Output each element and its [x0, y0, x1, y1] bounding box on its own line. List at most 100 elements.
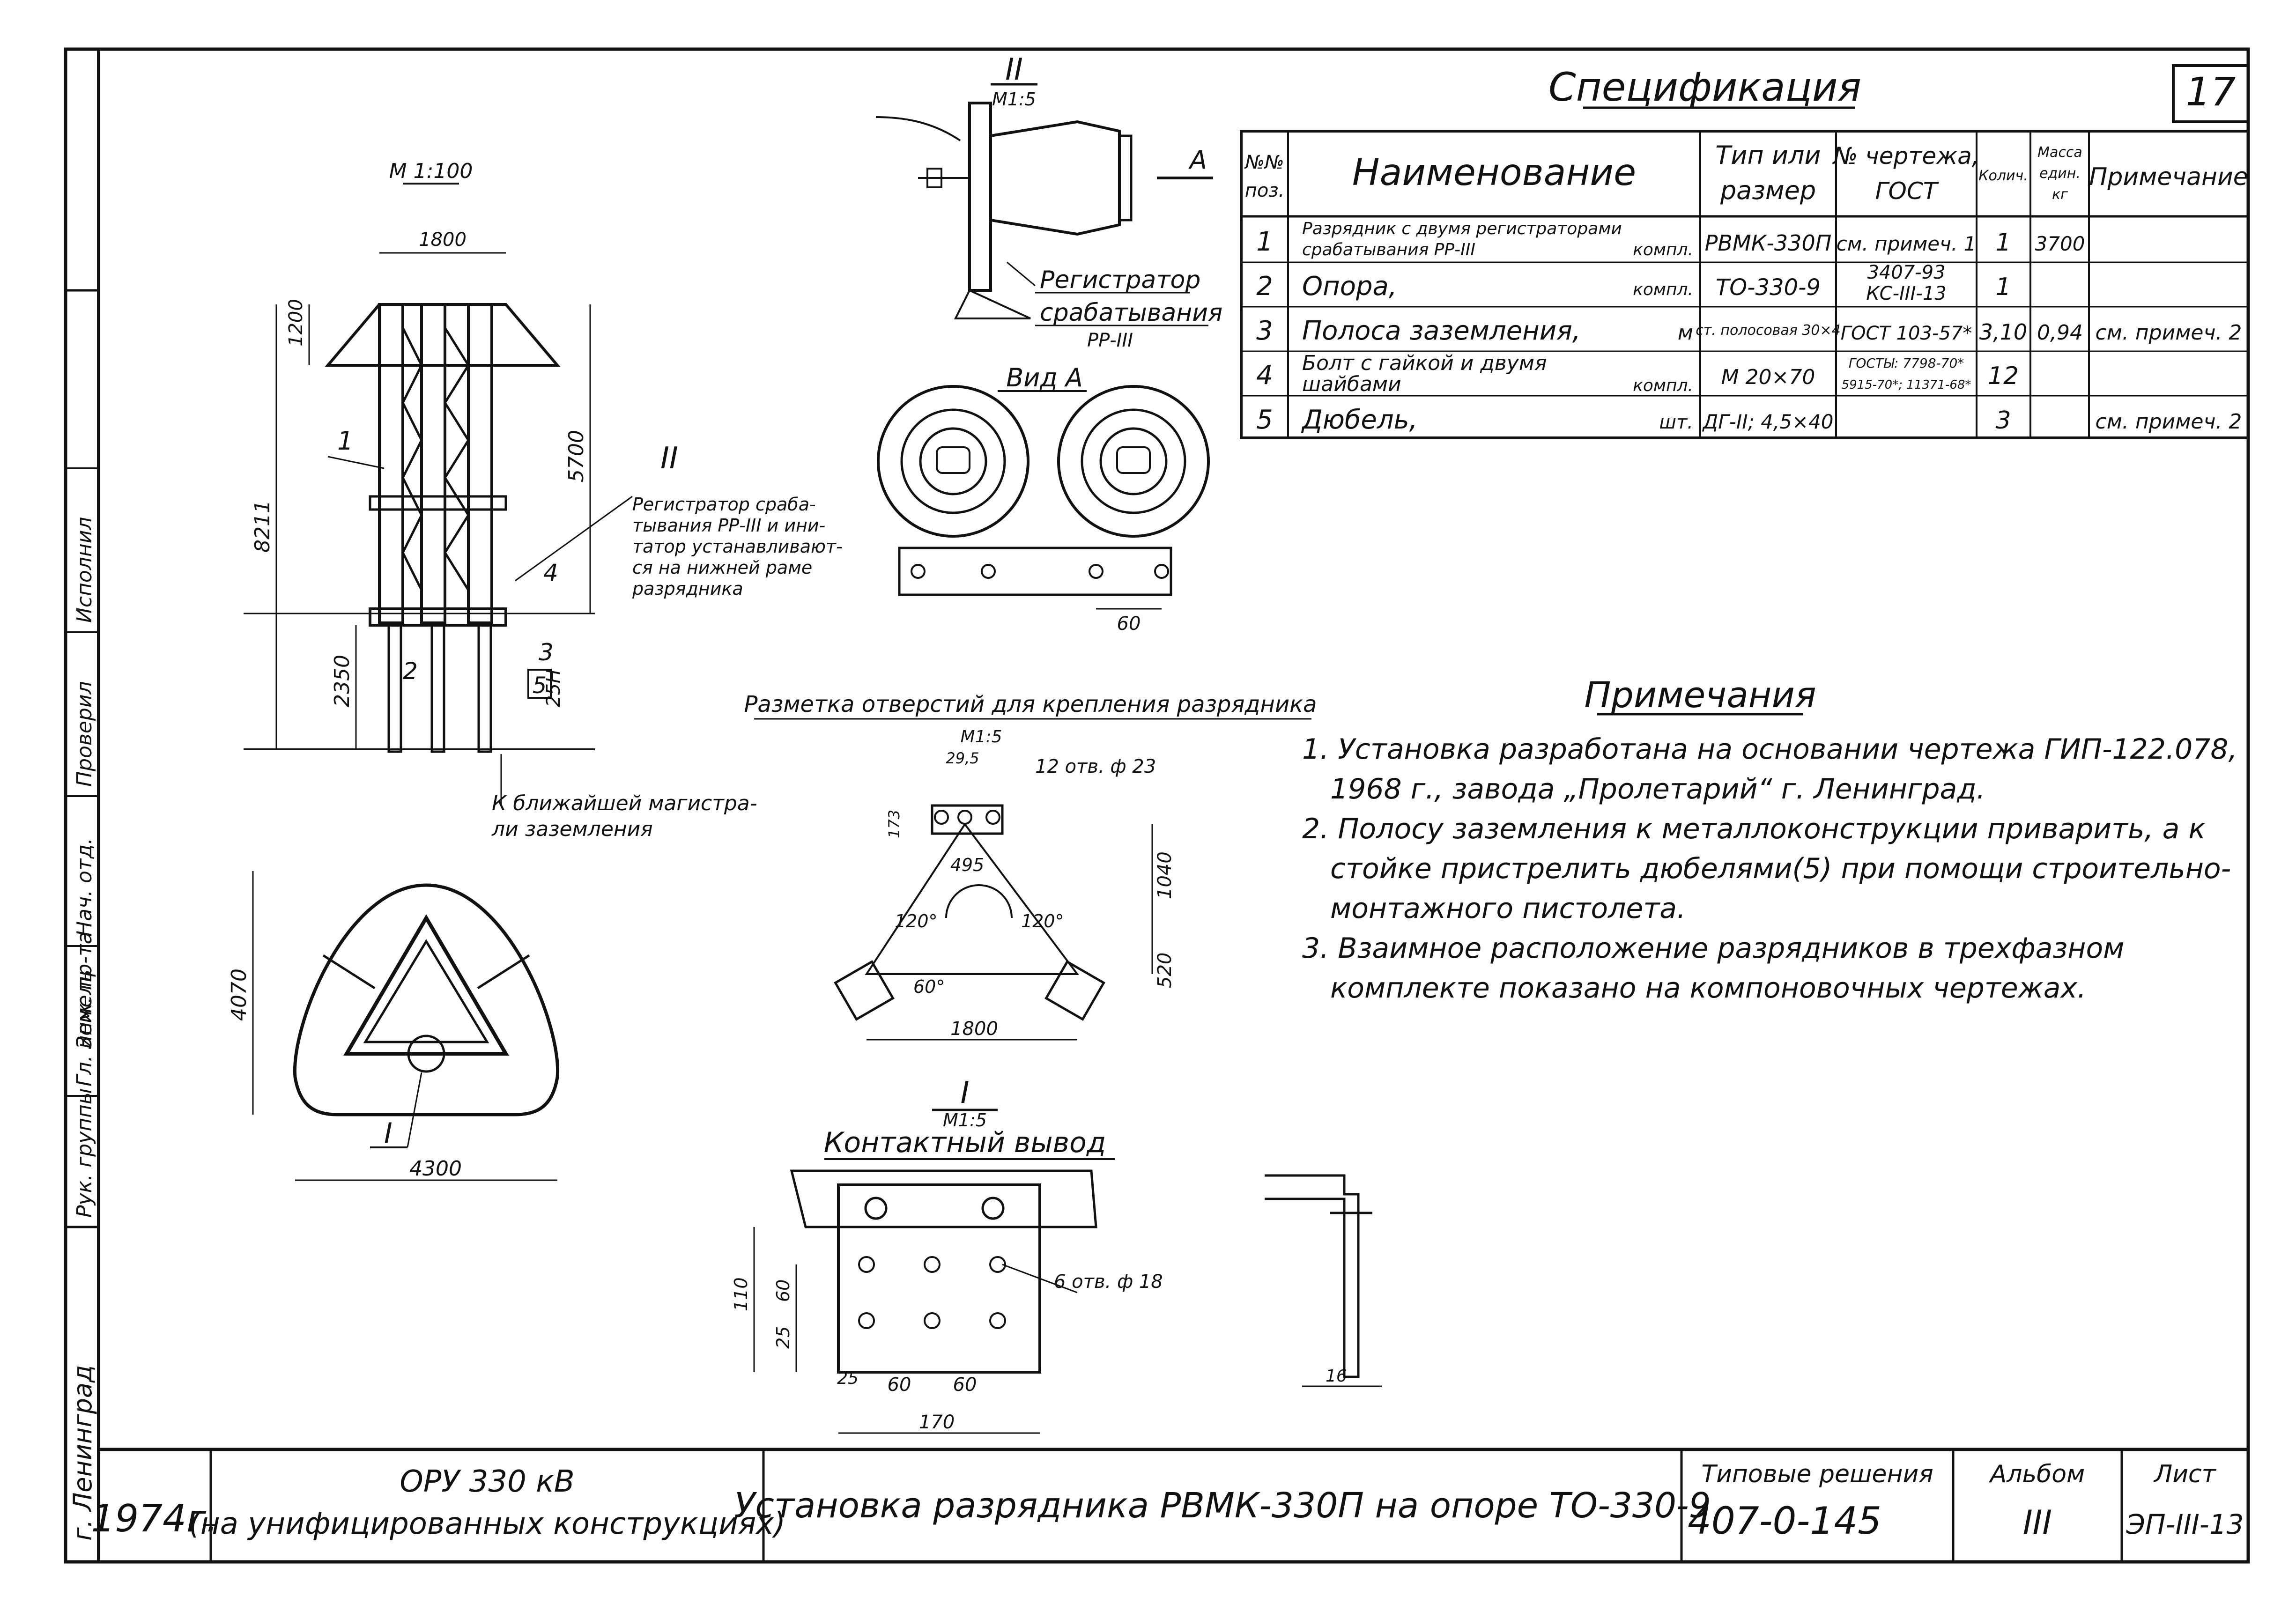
spec-title: Спецификация: [1548, 64, 1861, 110]
stamp-dept-head: Нач. отд.: [73, 838, 96, 937]
title-object-line2: (на унифицированных конструкциях): [189, 1507, 785, 1541]
title-year: 1974г.: [91, 1497, 218, 1540]
spec-header-drawing-2: ГОСТ: [1875, 177, 1939, 205]
stamp-signature: Земель: [73, 969, 96, 1049]
view-ii-detail: II М1:5 А Регистратор срабатывания РР-II…: [875, 52, 1222, 635]
view-a-drawing: 60: [877, 385, 1210, 635]
spec-row2-drawing-1: 3407-93: [1867, 262, 1945, 283]
stamp-chief-engineer: Гл. инж. пр-та: [73, 931, 96, 1087]
spec-row2-pos: 2: [1256, 271, 1273, 302]
spec-row5-unit: шт.: [1659, 412, 1693, 433]
spec-row3-name: Полоса заземления,: [1302, 316, 1581, 346]
spec-row1-pos: 1: [1256, 227, 1273, 257]
holes-angle-120-right: 120°: [1021, 911, 1064, 931]
support-post-middle: [430, 624, 445, 753]
title-album: III: [2023, 1503, 2052, 1542]
plan-callout-i: I: [384, 1117, 393, 1150]
spec-row1-mass: 3700: [2035, 232, 2085, 255]
dim-4300: 4300: [409, 1157, 462, 1181]
column-middle: [420, 303, 446, 624]
callout-5: 5: [533, 673, 547, 699]
spec-header-drawing-1: № чертежа,: [1832, 142, 1979, 170]
note-line-7: комплекте показано на компоновочных черт…: [1330, 972, 2086, 1005]
spec-header-type-2: размер: [1720, 176, 1816, 205]
contact-dim-25-v: 25: [773, 1326, 793, 1349]
spec-row1-name-1: Разрядник с двумя регистраторами: [1302, 219, 1622, 238]
holes-dim-495: 495: [950, 855, 985, 875]
dim-1200: 1200: [285, 299, 307, 347]
main-note-line-5: разрядника: [632, 578, 743, 599]
spec-row4-drawing-1: ГОСТЫ: 7798-70*: [1849, 355, 1964, 371]
sheet-frame: [64, 47, 2250, 1564]
spec-row5-pos: 5: [1256, 405, 1273, 435]
spec-row4-unit: компл.: [1633, 376, 1693, 395]
contact-plate: [837, 1183, 1041, 1374]
spec-row3-drawing: ГОСТ 103-57*: [1841, 323, 1972, 344]
spec-row5-type: ДГ-II; 4,5×40: [1702, 410, 1833, 433]
callout-ii-main: II: [660, 441, 678, 476]
callout-1: 1: [337, 426, 353, 456]
spec-row4-drawing-2: 5915-70*; 11371-68*: [1842, 378, 1971, 392]
contact-output-view: I М1:5 Контактный вывод 6 отв. ф 18 110 …: [731, 1076, 1382, 1434]
spec-row2-drawing-2: КС-III-13: [1866, 283, 1946, 304]
sheet-number: 17: [2186, 69, 2236, 115]
spec-row3-qty: 3,10: [1979, 319, 2027, 345]
support-post-right: [477, 624, 492, 753]
spec-row1-type: РВМК-330П: [1705, 230, 1832, 256]
notes-title: Примечания: [1584, 674, 1816, 716]
spec-row2-qty: 1: [1995, 273, 2011, 301]
dim-25n: 25Н: [543, 669, 564, 707]
holes-angle-60: 60°: [913, 976, 945, 997]
lattice-bracing: [401, 327, 470, 591]
plan-outer-ring: [293, 883, 560, 1116]
contact-side-profile: [1265, 1174, 1360, 1378]
notes-block: Примечания 1. Установка разработана на о…: [1302, 674, 2237, 1005]
contact-roman: I: [961, 1076, 970, 1110]
plan-center-hole: [407, 1035, 445, 1073]
note-line-5: монтажного пистолета.: [1330, 892, 1686, 925]
view-ii-scale: М1:5: [992, 89, 1036, 110]
contact-bus-bar: [790, 1169, 1097, 1228]
view-a-label: Вид А: [1006, 363, 1083, 392]
spec-header-name: Наименование: [1352, 152, 1636, 194]
spec-header-pos-2: поз.: [1245, 180, 1285, 201]
contact-dim-110: 110: [731, 1277, 751, 1311]
contact-scale: М1:5: [943, 1110, 987, 1131]
title-block: 1974г. ОРУ 330 кВ (на унифицированных ко…: [91, 1448, 2248, 1562]
stamp-executed: Исполнил: [73, 517, 96, 623]
holes-angle-120-left: 120°: [895, 911, 938, 931]
holes-dim-1800: 1800: [950, 1018, 998, 1040]
column-right: [467, 303, 493, 624]
dim-1800-top: 1800: [419, 229, 467, 251]
view-a-dim-60: 60: [1117, 613, 1141, 635]
title-album-label: Альбом: [1989, 1460, 2085, 1488]
plan-triangle-outer: [343, 914, 509, 1056]
ground-line-2: ли заземления: [491, 817, 653, 841]
holes-dim-520: 520: [1154, 953, 1176, 988]
dim-4070: 4070: [227, 968, 251, 1021]
spec-row4-name-1: Болт с гайкой и двумя: [1302, 351, 1547, 375]
holes-spec: 12 отв. ф 23: [1035, 756, 1156, 777]
title-main: Установка разрядника РВМК-330П на опоре …: [734, 1486, 1711, 1526]
registrator-label-3: РР-III: [1087, 330, 1133, 351]
spec-row1-unit: компл.: [1633, 240, 1693, 259]
specification-table: Спецификация №№ поз. Наименование Тип ил…: [1240, 64, 2250, 439]
spec-row1-drawing: см. примеч. 1: [1837, 232, 1977, 255]
side-stamp: г. Ленинград Рук. группы Гл. инж. пр-та …: [66, 289, 98, 1541]
spec-row4-name-2: шайбами: [1302, 372, 1401, 396]
title-series-label: Типовые решения: [1701, 1460, 1933, 1488]
contact-dim-60-v: 60: [773, 1279, 793, 1302]
spec-header-pos-1: №№: [1244, 152, 1284, 173]
spec-row5-note: см. примеч. 2: [2096, 410, 2242, 434]
registrator-flange: [968, 102, 992, 292]
holes-dim-29-5: 29,5: [946, 749, 979, 767]
spec-header-mass-3: кг: [2052, 186, 2068, 203]
main-note-line-2: тывания РР-III и ини-: [632, 515, 825, 536]
plan-triangle-inner: [363, 939, 489, 1043]
plan-view: 4070 4300 I: [227, 871, 560, 1181]
holes-dim-173: 173: [885, 810, 903, 838]
ground-line-1: К ближайшей магистра-: [492, 791, 757, 815]
spec-row3-unit: м: [1678, 321, 1693, 345]
title-sheet-label: Лист: [2153, 1460, 2216, 1488]
